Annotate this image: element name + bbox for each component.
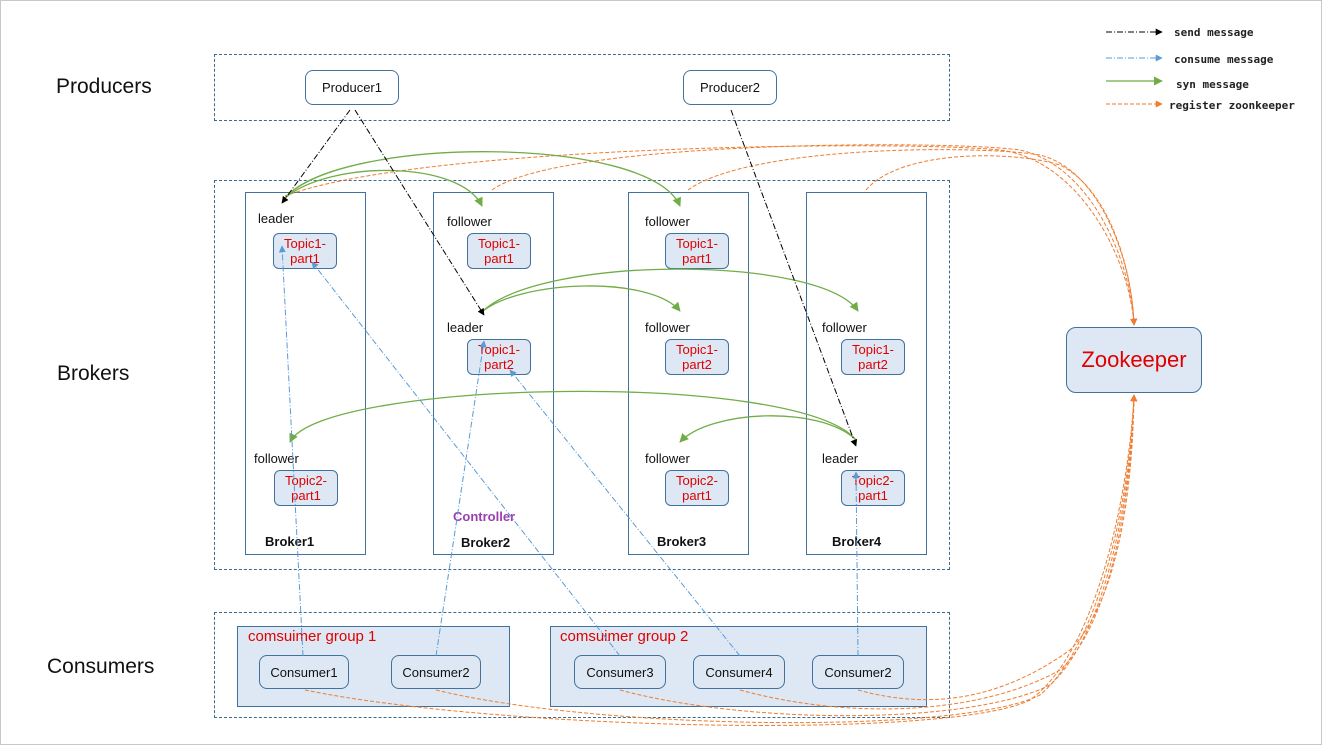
consumer-box[interactable]: Consumer2	[812, 655, 904, 689]
brokers-label: Brokers	[57, 362, 130, 385]
legend-label: consume message	[1174, 53, 1274, 66]
partition-box[interactable]: Topic2- part1	[665, 470, 729, 506]
consumers-label: Consumers	[47, 655, 155, 678]
consumer-box[interactable]: Consumer4	[693, 655, 785, 689]
partition-box[interactable]: Topic1- part1	[467, 233, 531, 269]
partition-box[interactable]: Topic1- part1	[273, 233, 337, 269]
legend-label: send message	[1174, 26, 1254, 39]
role-label: leader	[447, 320, 484, 335]
broker-name: Broker4	[832, 534, 882, 549]
role-label: follower	[822, 320, 867, 335]
partition-box[interactable]: Topic2- part1	[841, 470, 905, 506]
legend-label: register zoonkeeper	[1169, 99, 1295, 112]
legend-lines	[1106, 28, 1163, 108]
partition-box[interactable]: Topic1- part1	[665, 233, 729, 269]
producer-box[interactable]: Producer1	[305, 70, 399, 105]
partition-box[interactable]: Topic2- part1	[274, 470, 338, 506]
controller-label: Controller	[453, 509, 516, 524]
role-label: leader	[258, 211, 295, 226]
role-label: follower	[645, 214, 690, 229]
producers-label: Producers	[56, 75, 152, 98]
consumer-group-title: comsuimer group 2	[560, 628, 689, 645]
broker-name: Broker1	[265, 534, 315, 549]
role-label: follower	[645, 320, 690, 335]
partition-box[interactable]: Topic1- part2	[665, 339, 729, 375]
role-label: leader	[822, 451, 859, 466]
producer-box[interactable]: Producer2	[683, 70, 777, 105]
consumer-group-title: comsuimer group 1	[248, 628, 377, 645]
partition-box[interactable]: Topic1- part2	[467, 339, 531, 375]
broker-name: Broker2	[461, 535, 511, 550]
role-label: follower	[447, 214, 492, 229]
zookeeper-box[interactable]: Zookeeper	[1066, 327, 1202, 393]
broker-name: Broker3	[657, 534, 707, 549]
producers-container	[214, 54, 950, 121]
consumer-box[interactable]: Consumer1	[259, 655, 349, 689]
consumer-box[interactable]: Consumer2	[391, 655, 481, 689]
role-label: follower	[254, 451, 299, 466]
partition-box[interactable]: Topic1- part2	[841, 339, 905, 375]
legend-label: syn message	[1176, 78, 1249, 91]
role-label: follower	[645, 451, 690, 466]
consumer-box[interactable]: Consumer3	[574, 655, 666, 689]
